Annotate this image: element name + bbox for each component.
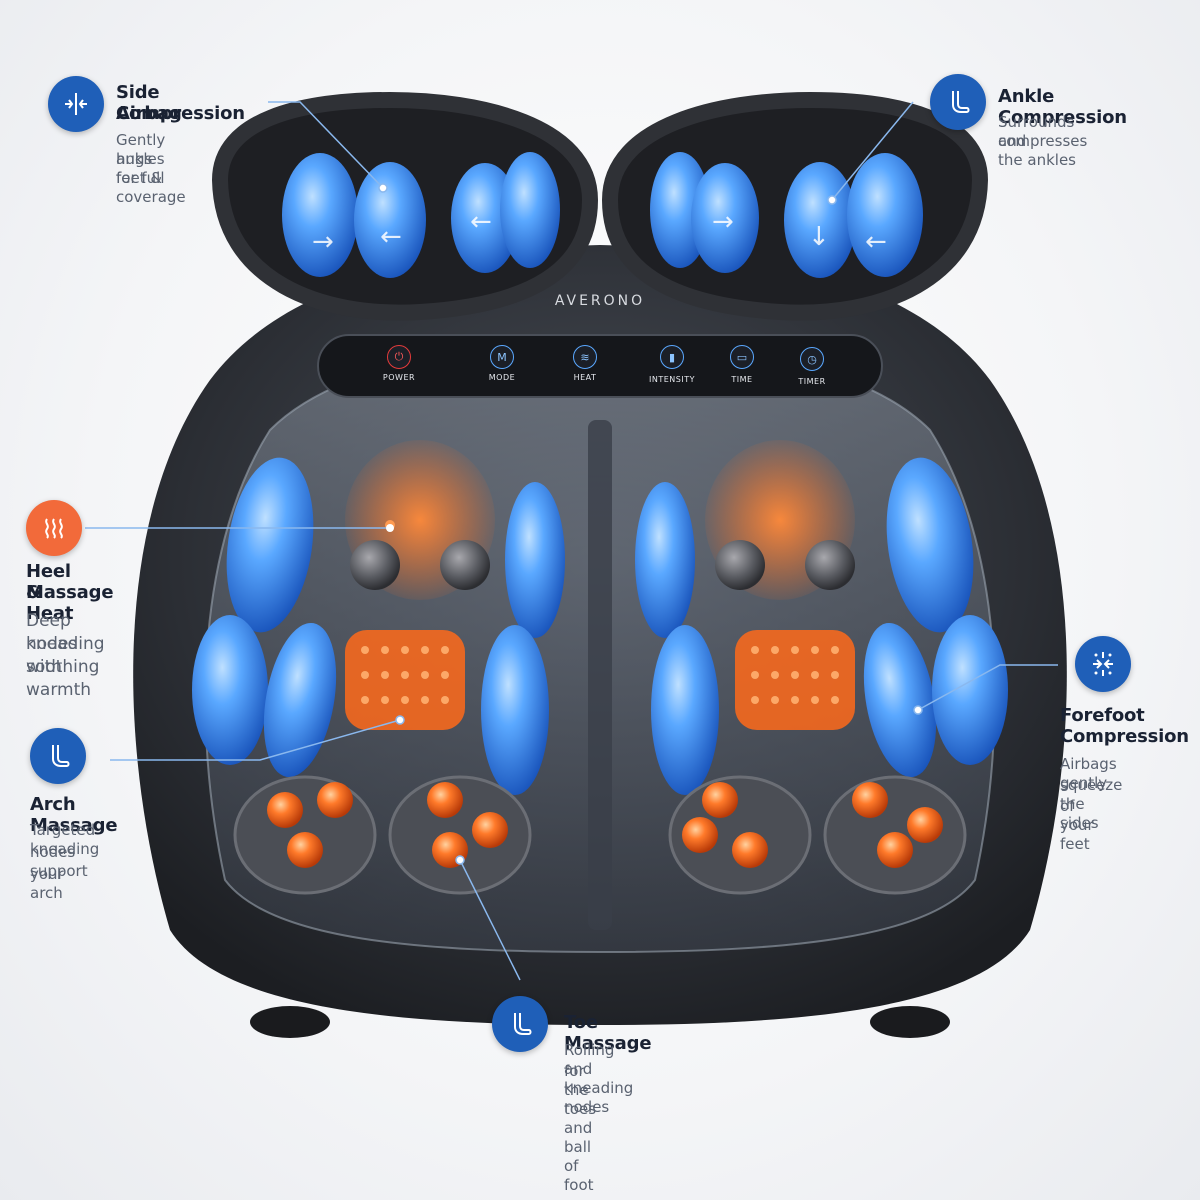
heel-title-line1: Heel Massage (26, 561, 114, 603)
side-airbag-desc-line1: Gently hugs feet & (116, 131, 166, 187)
svg-text:→: → (712, 207, 734, 237)
forefoot-desc-line2: squeeze the sides (1060, 776, 1123, 832)
heel-title-line2: & Heat (26, 582, 74, 624)
timer-button[interactable]: ◷ (800, 347, 824, 371)
svg-text:←: ← (470, 207, 492, 237)
power-button[interactable]: ⏻ (387, 345, 411, 369)
toe-desc-line1: Rolling and kneading nodes (564, 1041, 634, 1116)
ankle-airbags: → ← ← → ↓ ← (282, 152, 923, 278)
heel-nodes (350, 520, 855, 590)
toe-rollers (233, 775, 967, 895)
ankle-desc-line2: compresses the ankles (998, 132, 1088, 169)
compression-arrows-icon (48, 76, 104, 132)
forefoot-desc-line1: Airbags gently (1060, 755, 1117, 792)
arch-pad-bumps (361, 646, 839, 704)
ankle-desc-line1: Surrounds and (998, 113, 1075, 150)
mode-label: MODE (488, 373, 516, 382)
foot-icon (30, 728, 86, 784)
side-airbags (192, 457, 1008, 795)
forefoot-title-line1: Forefoot (1060, 705, 1145, 726)
side-airbag-title-line2: Compression (116, 103, 245, 124)
arch-desc-line2: nodes support (30, 843, 88, 880)
arch-pad-left (345, 630, 465, 730)
toe-title: Toe Massage (564, 1012, 652, 1054)
foot-pad-left (250, 1006, 330, 1038)
mode-icon: M (497, 350, 507, 364)
forefoot-desc-line3: of your feet (1060, 797, 1094, 853)
power-icon: ⏻ (394, 350, 404, 363)
arch-desc-line3: your arch (30, 865, 64, 902)
time-icon: ▭ (736, 350, 748, 364)
svg-text:→: → (312, 227, 334, 257)
svg-text:←: ← (380, 222, 402, 252)
arch-desc-line1: Targeted kneading (30, 821, 100, 858)
side-airbag-desc-line2: ankles for full coverage (116, 150, 186, 206)
mode-button[interactable]: M (490, 345, 514, 369)
time-label: TIME (731, 375, 753, 384)
heel-desc-line1: Deep kneading (26, 611, 105, 654)
heel-desc-line2: nodes with (26, 634, 78, 677)
ankle-title: Ankle Compression (998, 86, 1127, 128)
heat-label: HEAT (573, 373, 597, 382)
heat-button[interactable]: ≋ (573, 345, 597, 369)
heat-waves-icon (26, 500, 82, 556)
foot-icon (930, 74, 986, 130)
heat-icon: ≋ (580, 350, 590, 364)
side-airbag-title-line1: Side Airbag (116, 82, 182, 124)
power-label: POWER (382, 373, 416, 382)
foot-pad-right (870, 1006, 950, 1038)
squeeze-arrows-icon (1075, 636, 1131, 692)
time-button[interactable]: ▭ (730, 345, 754, 369)
timer-label: TIMER (798, 377, 826, 386)
forefoot-title-line2: Compression (1060, 726, 1189, 747)
heel-desc-line3: soothing warmth (26, 657, 100, 700)
leader-lines (85, 101, 1058, 981)
foot-icon (492, 996, 548, 1052)
svg-text:↓: ↓ (808, 222, 830, 252)
timer-icon: ◷ (807, 352, 817, 366)
intensity-button[interactable]: ▮ (660, 345, 684, 369)
heel-leader-dot (386, 524, 394, 532)
intensity-label: INTENSITY (649, 375, 695, 384)
svg-text:←: ← (865, 227, 887, 257)
arch-title: Arch Massage (30, 794, 118, 836)
arch-pad-right (735, 630, 855, 730)
brand-logo: AVERONO (554, 293, 646, 309)
toe-desc-line2: for the toes and ball of foot (564, 1062, 597, 1194)
center-divider (588, 420, 612, 930)
intensity-icon: ▮ (668, 350, 676, 364)
